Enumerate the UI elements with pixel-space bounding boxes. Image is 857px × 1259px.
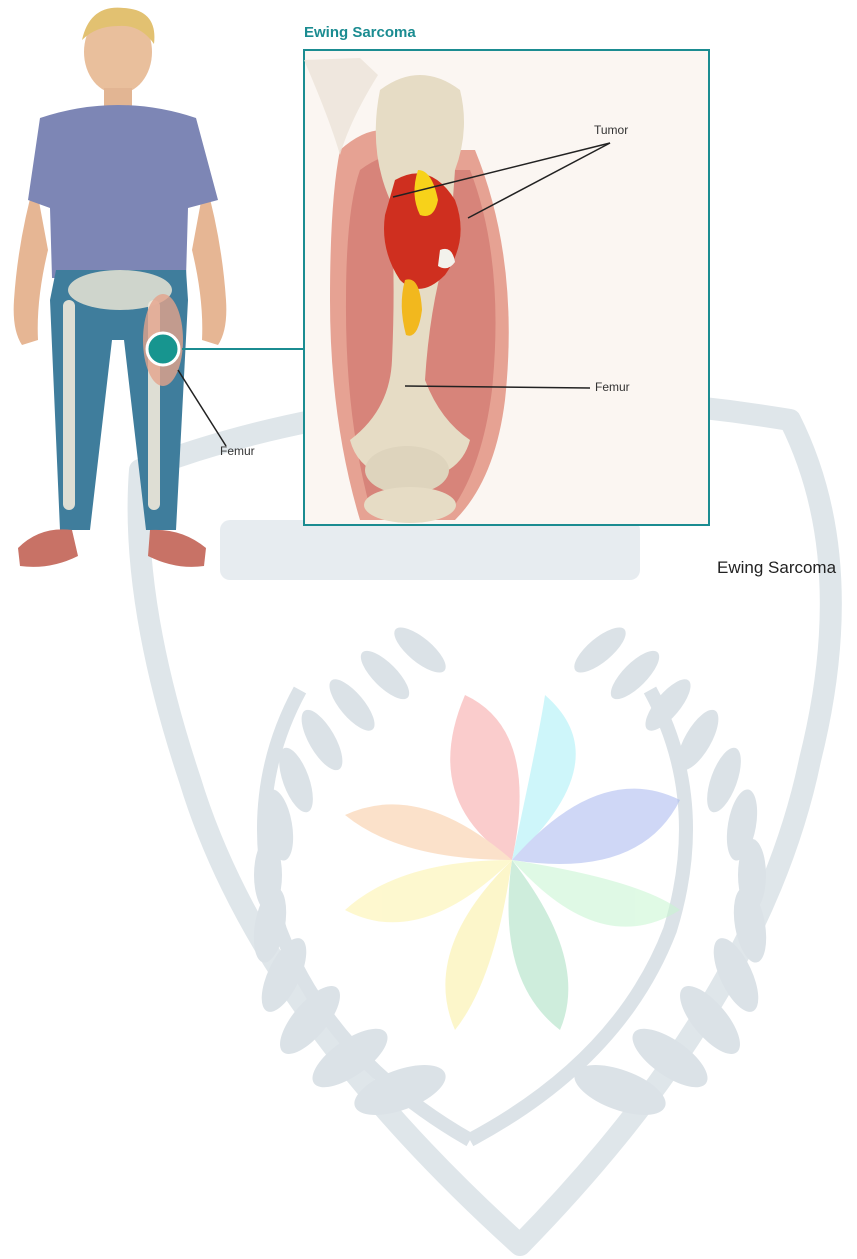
figure-caption: Ewing Sarcoma	[717, 558, 836, 578]
femur-body-label: Femur	[220, 444, 255, 458]
detail-inset	[304, 50, 709, 525]
tumor-location-marker	[147, 333, 179, 365]
femur-detail-label: Femur	[595, 380, 630, 394]
boy-figure	[14, 8, 227, 567]
tumor-label: Tumor	[594, 123, 628, 137]
figure-title: Ewing Sarcoma	[304, 24, 416, 41]
pinwheel-flower-icon	[345, 695, 680, 1030]
femur-leader-line	[178, 370, 226, 446]
ewing-sarcoma-illustration	[0, 0, 857, 580]
